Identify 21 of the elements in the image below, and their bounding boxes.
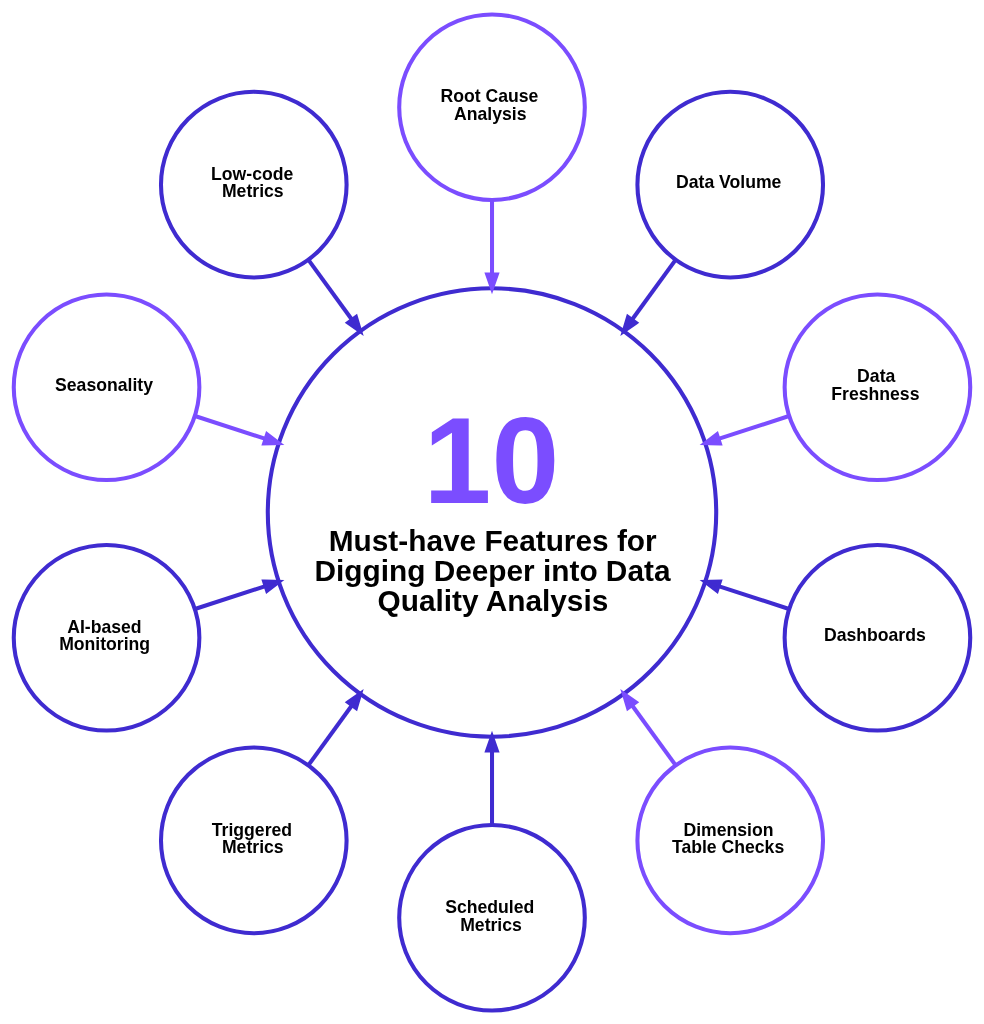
node-circle: AI-based Monitoring xyxy=(11,542,202,733)
node-circle: Dimension Table Checks xyxy=(635,745,826,935)
arrow xyxy=(484,199,500,294)
node-circle: 10 Must-have Features for Digging Deeper into Data Quality Analysis xyxy=(265,285,719,739)
node-circle: Low-code Metrics xyxy=(158,89,349,279)
arrow xyxy=(620,258,678,336)
arrow xyxy=(194,413,285,446)
arrow xyxy=(306,688,364,766)
node-circle: Scheduled Metrics xyxy=(397,822,587,1013)
arrow xyxy=(194,578,285,611)
node-circle: Root Cause Analysis xyxy=(397,11,587,202)
node-circle: Seasonality xyxy=(11,291,202,482)
node-circle: Data Freshness xyxy=(782,291,973,482)
arrow xyxy=(620,688,678,766)
node-circle: Dashboards xyxy=(782,542,973,733)
arrow xyxy=(699,413,790,446)
arrow xyxy=(699,578,790,611)
node-circle: Triggered Metrics xyxy=(158,745,349,935)
arrow xyxy=(484,730,500,825)
node-circle: Data Volume xyxy=(635,89,826,279)
arrow xyxy=(306,258,364,336)
